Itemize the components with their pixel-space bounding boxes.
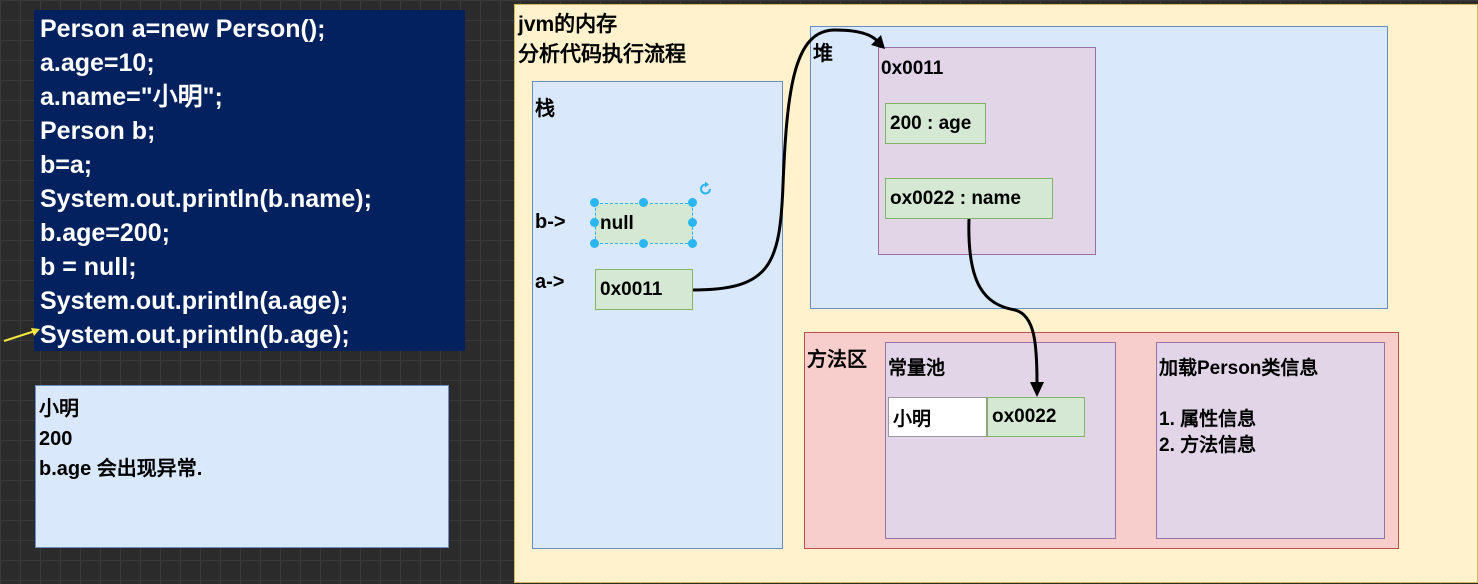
heap-object-address: 0x0011 — [881, 58, 944, 79]
code-line: a.name="小明"; — [40, 83, 223, 111]
class-info-item1: 1. 属性信息 — [1159, 409, 1257, 430]
stack-label: 栈 — [535, 98, 555, 120]
stack-b-label: b-> — [535, 211, 566, 233]
resize-handle[interactable] — [639, 198, 648, 207]
heap-label: 堆 — [813, 43, 833, 65]
heap-object[interactable]: 0x0011 — [878, 47, 1096, 255]
output-line: 200 — [39, 428, 73, 450]
current-line-arrow-icon — [3, 328, 40, 342]
output-panel: 小明 200 b.age 会出现异常. — [35, 385, 449, 548]
code-line: a.age=10; — [40, 49, 155, 77]
resize-handle[interactable] — [639, 239, 648, 248]
code-line: Person b; — [40, 117, 156, 145]
arrow-a-to-heap-object — [692, 28, 882, 292]
resize-handle[interactable] — [688, 239, 697, 248]
diagram-title-line1: jvm的内存 — [518, 13, 618, 36]
code-line-current: System.out.println(b.age); — [40, 321, 350, 349]
heap-field-name[interactable]: ox0022 : name — [885, 178, 1053, 219]
method-area-label: 方法区 — [807, 349, 867, 371]
class-info-box[interactable]: 加载Person类信息 1. 属性信息 2. 方法信息 — [1156, 342, 1385, 539]
resize-handle[interactable] — [688, 198, 697, 207]
class-info-title: 加载Person类信息 — [1159, 358, 1319, 379]
code-line: b.age=200; — [40, 219, 170, 247]
class-info-item2: 2. 方法信息 — [1159, 435, 1257, 456]
arrow-head-icon — [871, 35, 885, 49]
resize-handle[interactable] — [590, 239, 599, 248]
code-panel: Person a=new Person(); a.age=10; a.name=… — [34, 10, 465, 351]
constant-pool[interactable]: 常量池 — [885, 342, 1116, 539]
code-line: b = null; — [40, 253, 137, 281]
stack-region[interactable]: 栈 — [532, 81, 783, 549]
code-line: System.out.println(a.age); — [40, 287, 349, 315]
constant-address-cell[interactable]: ox0022 — [987, 397, 1085, 437]
code-line: Person a=new Person(); — [40, 15, 326, 43]
constant-value-cell[interactable]: 小明 — [888, 397, 987, 437]
code-line: b=a; — [40, 151, 93, 179]
heap-field-age[interactable]: 200 : age — [885, 103, 986, 144]
arrow-head-icon — [1030, 382, 1044, 397]
resize-handle[interactable] — [590, 218, 599, 227]
reference-arrows — [692, 28, 1044, 397]
resize-handle[interactable] — [590, 198, 599, 207]
diagram-canvas: jvm的内存 分析代码执行流程 栈 b-> null a-> 0x0011 堆 … — [514, 4, 1478, 583]
stack-a-label: a-> — [535, 271, 565, 293]
code-line: System.out.println(b.name); — [40, 185, 372, 213]
stack-a-cell[interactable]: 0x0011 — [595, 269, 693, 310]
resize-handle[interactable] — [688, 218, 697, 227]
output-line: 小明 — [39, 398, 79, 420]
constant-pool-label: 常量池 — [888, 358, 946, 379]
arrow-name-to-constant — [967, 218, 1039, 384]
diagram-title-line2: 分析代码执行流程 — [518, 43, 686, 66]
rotate-icon[interactable] — [698, 181, 714, 197]
output-line: b.age 会出现异常. — [39, 458, 203, 480]
